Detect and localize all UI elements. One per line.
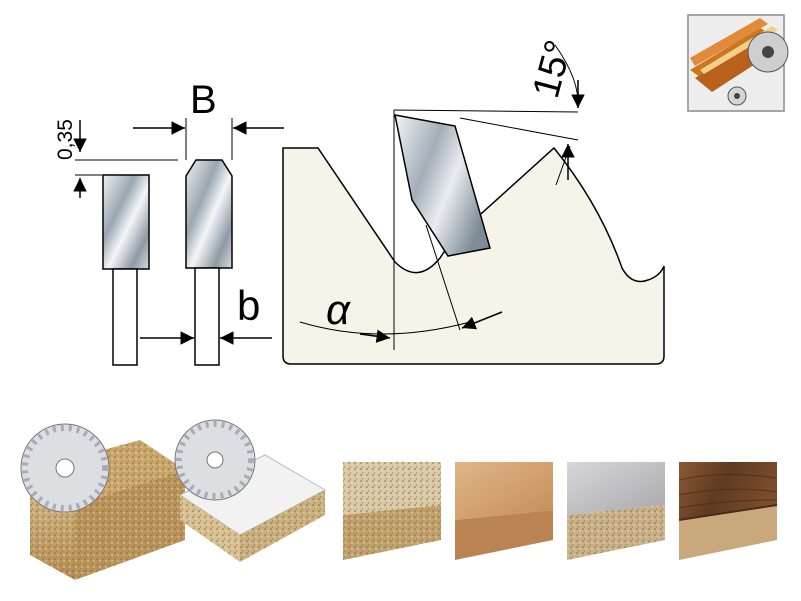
tooth-cross-sections: 0,35 B b bbox=[54, 78, 284, 366]
saw-blade-on-chipboard-icon bbox=[20, 423, 185, 580]
trapezoid-tooth-section bbox=[185, 159, 233, 269]
rake-face-line bbox=[425, 224, 461, 331]
kerf-width-label: B bbox=[190, 78, 217, 122]
body-thickness-label: b bbox=[237, 282, 260, 329]
walnut-veneer-board-sample-icon bbox=[677, 460, 779, 565]
blade-tooth-profile: 15° α bbox=[282, 36, 665, 365]
grey-laminated-chipboard-sample-icon bbox=[565, 460, 667, 565]
top-angle-label: 15° bbox=[525, 36, 580, 102]
top-bevel-line bbox=[459, 117, 579, 141]
rake-angle-label: α bbox=[326, 286, 351, 333]
blade-body-profile bbox=[282, 146, 665, 365]
rake-angle-arrow-right bbox=[461, 311, 503, 330]
trapezoid-tooth-body bbox=[194, 267, 220, 366]
horizontal-reference-line bbox=[393, 109, 579, 113]
top-angle-leader bbox=[555, 145, 571, 186]
raw-chipboard-sample-icon bbox=[341, 460, 443, 565]
saw-blade-on-laminated-board-icon bbox=[174, 419, 327, 562]
carbide-tip bbox=[394, 114, 491, 257]
mdf-sample-icon bbox=[453, 460, 555, 565]
rake-angle-arrow-left bbox=[359, 329, 391, 343]
side-clearance-label: 0,35 bbox=[54, 119, 77, 160]
flat-tooth-body bbox=[112, 268, 138, 366]
flat-tooth-section bbox=[102, 174, 150, 270]
edge-trimming-saw-icon bbox=[687, 14, 789, 112]
